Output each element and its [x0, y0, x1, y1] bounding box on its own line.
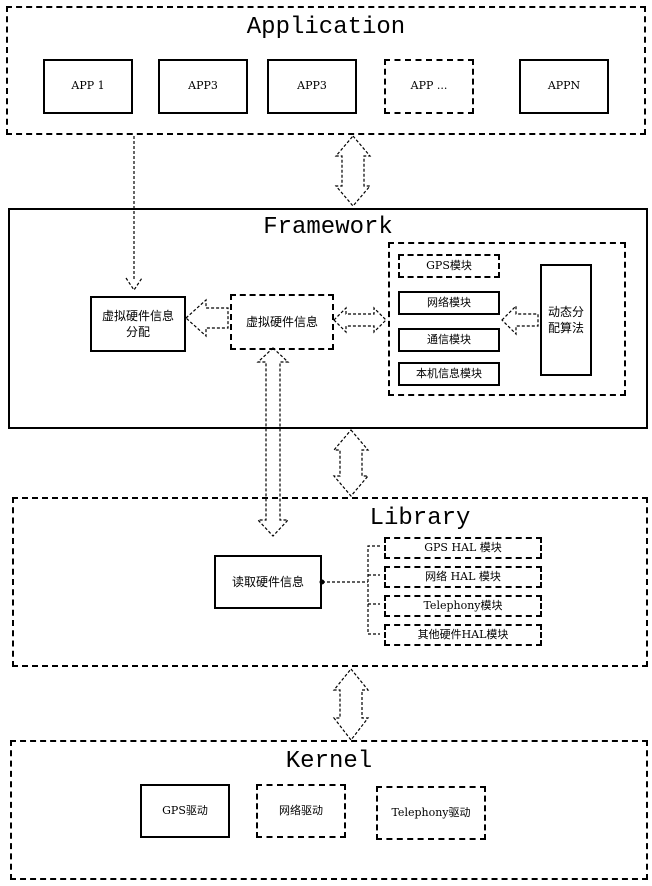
- app-box-n: APPN: [519, 59, 609, 114]
- driver-network: 网络驱动: [256, 784, 346, 838]
- application-layer: Application APP 1 APP3 APP3 APP ... APPN: [6, 6, 646, 135]
- app-box-2: APP3: [158, 59, 248, 114]
- dynamic-allocation-algorithm-box: 动态分配算法: [540, 264, 592, 376]
- app-box-ellipsis: APP ...: [384, 59, 474, 114]
- kernel-title: Kernel: [285, 748, 373, 775]
- double-arrow-framework-library: [332, 429, 370, 497]
- library-title: Library: [369, 505, 471, 532]
- hal-module-other: 其他硬件HAL模块: [384, 624, 542, 646]
- double-arrow-library-kernel: [332, 668, 370, 741]
- framework-layer: Framework 虚拟硬件信息分配 虚拟硬件信息 GPS模块 网络模块 通信模…: [8, 208, 648, 429]
- hal-module-network: 网络 HAL 模块: [384, 566, 542, 588]
- read-hardware-info-box: 读取硬件信息: [214, 555, 322, 609]
- library-layer: Library 读取硬件信息 GPS HAL 模块 网络 HAL 模块 Tele…: [12, 497, 648, 667]
- double-arrow-app-framework: [334, 135, 372, 207]
- app-box-1: APP 1: [43, 59, 133, 114]
- hal-module-telephony: Telephony模块: [384, 595, 542, 617]
- driver-gps: GPS驱动: [140, 784, 230, 838]
- application-title: Application: [246, 14, 406, 41]
- kernel-layer: Kernel GPS驱动 网络驱动 Telephony驱动: [10, 740, 648, 880]
- framework-title: Framework: [263, 214, 393, 241]
- hal-module-gps: GPS HAL 模块: [384, 537, 542, 559]
- driver-telephony: Telephony驱动: [376, 786, 486, 840]
- module-gps: GPS模块: [398, 254, 500, 278]
- app-box-3: APP3: [267, 59, 357, 114]
- module-group: GPS模块 网络模块 通信模块 本机信息模块 动态分配算法: [388, 242, 626, 396]
- module-communication: 通信模块: [398, 328, 500, 352]
- virtual-hardware-info-box: 虚拟硬件信息: [230, 294, 334, 350]
- virtual-hardware-allocation-box: 虚拟硬件信息分配: [90, 296, 186, 352]
- module-network: 网络模块: [398, 291, 500, 315]
- module-local-info: 本机信息模块: [398, 362, 500, 386]
